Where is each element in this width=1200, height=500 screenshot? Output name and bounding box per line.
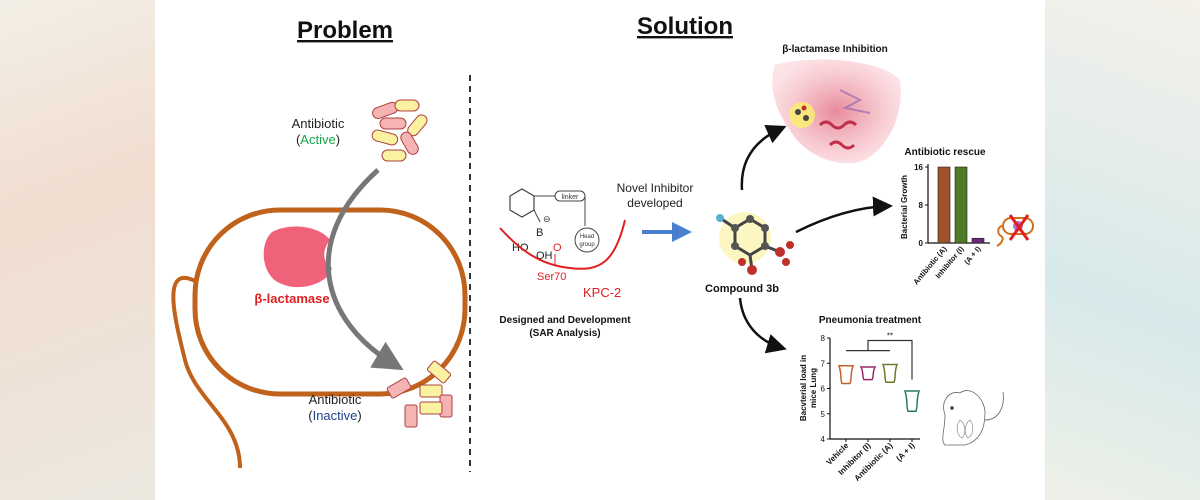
mouse-lungs-icon [942, 390, 1004, 446]
compound-3b-molecule-icon [716, 212, 794, 275]
violin [859, 366, 877, 381]
antibiotic-inactive-label: Antibiotic [309, 392, 362, 407]
kpc2-label: KPC-2 [583, 285, 621, 300]
arrow-to-pneumonia [738, 297, 787, 354]
svg-text:⊖: ⊖ [543, 214, 551, 224]
inhibition-title: β-lactamase Inhibition [782, 44, 888, 55]
beta-lactamase-enzyme-icon [263, 226, 332, 288]
svg-text:group: group [579, 242, 595, 248]
arrow-to-rescue [795, 196, 893, 234]
problem-title: Problem [297, 17, 393, 44]
significance-bracket [846, 339, 913, 380]
svg-text:linker: linker [562, 194, 579, 201]
design-caption: Designed and Development [499, 315, 631, 326]
active-pills-icon [371, 99, 428, 162]
arrow-label-novel: Novel Inhibitor [617, 181, 694, 195]
sar-caption: (SAR Analysis) [529, 328, 600, 339]
violin-y-tick-label: 6 [821, 385, 826, 394]
violin-chart-ylabel-2: mice Lung [809, 368, 818, 408]
bar [937, 166, 951, 244]
bacterial-cell [171, 207, 468, 469]
bar-category-label: (A + I) [962, 244, 983, 266]
svg-text:O: O [553, 242, 562, 254]
background-right [1045, 0, 1200, 500]
violin [903, 390, 921, 412]
inactivation-arrow [325, 168, 404, 371]
arrow-label-developed: developed [627, 196, 682, 210]
bar-chart-ylabel: Bacterial Growth [900, 175, 909, 239]
solution-title: Solution [637, 13, 733, 40]
violin-y-tick-label: 7 [821, 359, 826, 368]
background-left [0, 0, 155, 500]
svg-text:B: B [536, 227, 543, 239]
pneumonia-treatment-chart: Pneumonia treatment Bacvterial load in m… [799, 315, 922, 483]
compound-label: Compound 3b [705, 283, 779, 295]
violin-y-tick-label: 8 [821, 334, 826, 343]
violin-category-label: (A + I) [894, 441, 916, 463]
beta-lactamase-label: β-lactamase [254, 291, 329, 306]
antibiotic-active-label: Antibiotic [292, 116, 345, 131]
svg-text:Head: Head [580, 234, 594, 240]
bar-chart-title: Antibiotic rescue [904, 147, 986, 158]
bar-y-tick-label: 16 [914, 163, 923, 172]
beta-lactamase-protein-icon [772, 59, 901, 164]
violin-y-tick-label: 4 [821, 435, 826, 444]
dead-bacteria-icon [996, 214, 1034, 247]
bar [954, 166, 968, 244]
violin [837, 365, 855, 385]
ser70-label: Ser70 [537, 271, 566, 283]
inactive-status: (Inactive) [308, 408, 362, 423]
inactive-pills-icon [386, 360, 453, 428]
antibiotic-rescue-chart: Antibiotic rescue Bacterial Growth 0816A… [900, 147, 990, 286]
violin [881, 363, 899, 383]
bar [971, 237, 985, 244]
significance-label: ** [887, 332, 893, 341]
violin-chart-ylabel-1: Bacvterial load in [799, 355, 808, 421]
arrow-to-inhibition [740, 124, 787, 191]
violin-chart-title: Pneumonia treatment [819, 315, 922, 326]
active-status: (Active) [296, 132, 340, 147]
inhibitor-structure: linker Head group ⊖ B HO OH O Ser70 KPC-… [499, 188, 626, 300]
bar-y-tick-label: 0 [919, 239, 924, 248]
bar-y-tick-label: 8 [919, 201, 924, 210]
violin-y-tick-label: 5 [821, 410, 826, 419]
